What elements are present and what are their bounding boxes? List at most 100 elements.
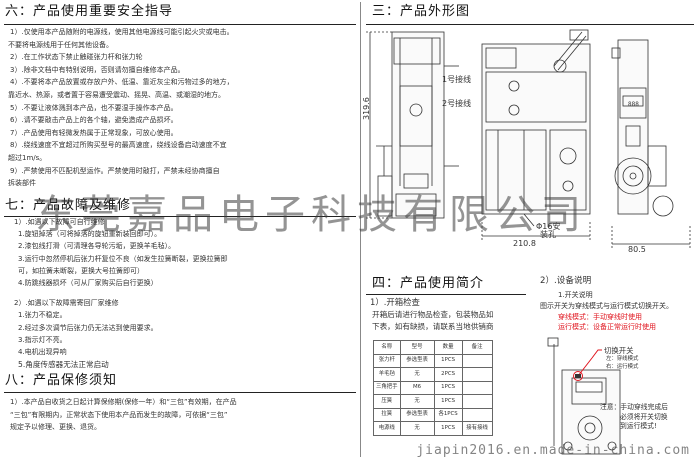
table-cell: 1PCS [433,421,463,436]
sec3-rule [366,24,694,25]
sec4-subtitle: 1）.开箱检查 [370,297,420,307]
sec4-title: 四：产品使用简介 [372,276,485,291]
table-cell: 参选型表 [399,353,435,368]
table-cell: 张力杆 [373,353,401,368]
table-cell: 2PCS [433,367,463,382]
table-cell: 压簧 [373,394,401,409]
table-cell: 1PCS [433,353,463,368]
table-cell [461,380,493,395]
text-line: 规定予以修理、更换、退货。 [10,423,101,432]
text-line: 可，如拉簧未断裂，更换大号拉簧即可） [18,266,144,275]
table-cell: 无 [399,421,435,436]
height-dimension: 319.6 [362,97,371,120]
text-line: 5.角度传感器无法正常启动 [18,360,109,370]
product-outline-drawing: 888 [366,29,691,248]
text-line: 注意：手动穿线完成后 [600,403,668,411]
table-cell [461,353,493,368]
table-cell: 参选型表 [399,407,435,422]
text-line: 不要将电源线用于任何其他设备。 [8,40,113,49]
sec2-body: 1.开关说明图示开关为穿线模式与运行模式切换开关。穿线模式：手动穿线时使用运行模… [540,291,673,333]
text-line: 左：穿线模式 [606,356,639,362]
sec2-title: 2）.设备说明 [540,276,592,286]
table-cell: 接有接线 [461,421,493,436]
table-header-cell: 名称 [373,340,401,355]
width-dimension: 210.8 [513,239,536,248]
text-line: 1.旋钮掉落（可将掉落的旋钮重新装回即可）。 [18,230,162,239]
table-cell: 三角把手 [373,380,401,395]
note: 注意：手动穿线完成后必须将开关切换到运行模式! [600,403,668,432]
switch-diagram [547,337,621,455]
table-cell: 各1PCS [433,407,463,422]
text-line: 7）.产品使用有轻微发热属于正常现象，可放心使用。 [10,128,178,137]
text-line: 9）.严禁使用不匹配机型运作。严禁使用时敲打，严禁未经协商擅自 [10,166,220,175]
svg-text:888: 888 [628,101,639,108]
text-line: 3）.除非文档中有特别说明，否则请勿擅自维修本产品。 [10,65,185,74]
table-cell [461,367,493,382]
text-line: 4.电机出现异响 [18,347,67,356]
table-cell [461,407,493,422]
table-cell: 无 [399,394,435,409]
hole-dimension: Φ16安 [536,222,561,231]
sec6-body: 1）.仅使用本产品随附的电源线，使用其他电源线可能引起火灾或电击。不要将电源线用… [8,28,234,192]
table-cell: 1PCS [433,380,463,395]
switch-label: 切换开关 [604,346,634,355]
sec8-title: 八：产品保修须知 [5,373,118,388]
pot1-label: 1号接线 [442,75,472,84]
text-line: 4.防跳线器损坏（可从厂家购买后自行更换） [18,278,158,287]
mode-description: 运行模式：设备正常运行时使用 [558,323,656,331]
text-line: 6）.请不要敲击产品上的各个轴，避免造成产品损坏。 [10,116,178,125]
pot2-label: 2号接线 [442,99,472,108]
sec7-title: 七：产品故障及维修 [5,198,132,213]
text-line: 2）.如遇以下故障需寄回厂家维修 [14,299,119,308]
text-line: 必须将开关切换 [620,412,668,421]
text-line: 3.指示灯不亮。 [18,335,67,344]
sec7-rule [4,216,356,217]
column-divider [360,2,361,457]
sec3-title: 三：产品外形图 [372,4,471,19]
table-cell: 无 [399,367,435,382]
text-line: 图示开关为穿线模式与运行模式切换开关。 [540,302,673,310]
sec6-title: 六：产品使用重要安全指导 [5,4,174,19]
text-line: 2）.在工作状态下禁止触碰张力杆和张力轮 [10,53,143,62]
table-header-cell: 数量 [433,340,463,355]
text-line: 靠近水、热源，或者置于容易遭受震动、摇晃、高温、或潮湿的地方。 [8,90,225,99]
text-line: 1.开关说明 [558,291,593,299]
text-line: 8）.绕线速度不宜超过所购买型号的最高速度，绕线设备启动速度不宜 [10,141,227,150]
text-line: 2.经过多次调节后张力仍无法达到使用要求。 [18,323,158,332]
sec7-body: 1）.如遇以下故障可自行维修 1.旋钮掉落（可将掉落的旋钮重新装回即可）。 2.漆包… [14,218,228,372]
text-line: 1）.如遇以下故障可自行维修 [14,218,105,226]
sec8-body: 1）.本产品自收货之日起计算保修期(保修一年）和“三包”有效期，在产品“三包”有… [10,398,237,436]
table-cell: 拉簧 [373,407,401,422]
sec8-rule [4,392,356,393]
site-url: jiapin2016.en.made-in-china.com [416,442,690,458]
sec4-body: 开箱后请进行物品检查，包装物品如下表，如有缺损，请联系当地供销商 [372,310,494,334]
table-cell: 1PCS [433,394,463,409]
table-header-cell: 型号 [399,340,435,355]
text-line: “三包”有限期内，正常状态下使用本产品而发生的故障，可依据“三包” [10,410,228,419]
text-line: 1.张力不稳定。 [18,311,67,320]
text-line: 拆装部件 [8,179,36,188]
table-header-cell: 备注 [461,340,493,355]
text-line: 开箱后请进行物品检查，包装物品如 [372,310,494,319]
table-cell: 电源线 [373,421,401,436]
table-cell: 羊毛毡 [373,367,401,382]
mode-description: 穿线模式：手动穿线时使用 [558,313,642,321]
table-cell: M6 [399,380,435,395]
company-watermark: 东莞嘉品电子科技有限公司 [35,192,587,238]
text-line: 3.运行中忽然停机后张力杆复位不良（如发生拉簧断裂，更换拉簧即 [18,254,228,263]
text-line: 4）.不要将本产品放置或存放户外、低温、靠近灰尘和污物过多的地方， [10,78,234,87]
hole-dimension-2: 装孔 [540,230,556,239]
text-line: 到运行模式! [620,422,657,430]
text-line: 超过1m/s。 [8,153,47,162]
switch-options: 左：穿线模式右：运行模式 [606,356,638,372]
sec6-rule [4,24,356,25]
table-row: 拉簧参选型表各1PCS [373,407,493,422]
depth-dimension: 80.5 [628,245,646,254]
text-line: 2.漆包线打滑（可清理各导轮污垢，更换羊毛毡）。 [18,242,176,251]
sec4-rule [366,294,526,295]
